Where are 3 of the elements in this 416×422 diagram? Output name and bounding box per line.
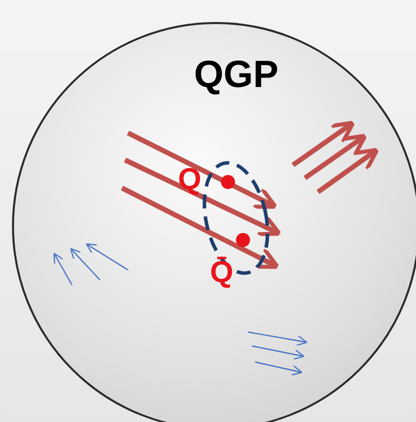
quark-label: Q <box>178 165 202 195</box>
plasma-title: QGP <box>194 54 278 97</box>
quark-label: Q̄ <box>210 258 234 288</box>
